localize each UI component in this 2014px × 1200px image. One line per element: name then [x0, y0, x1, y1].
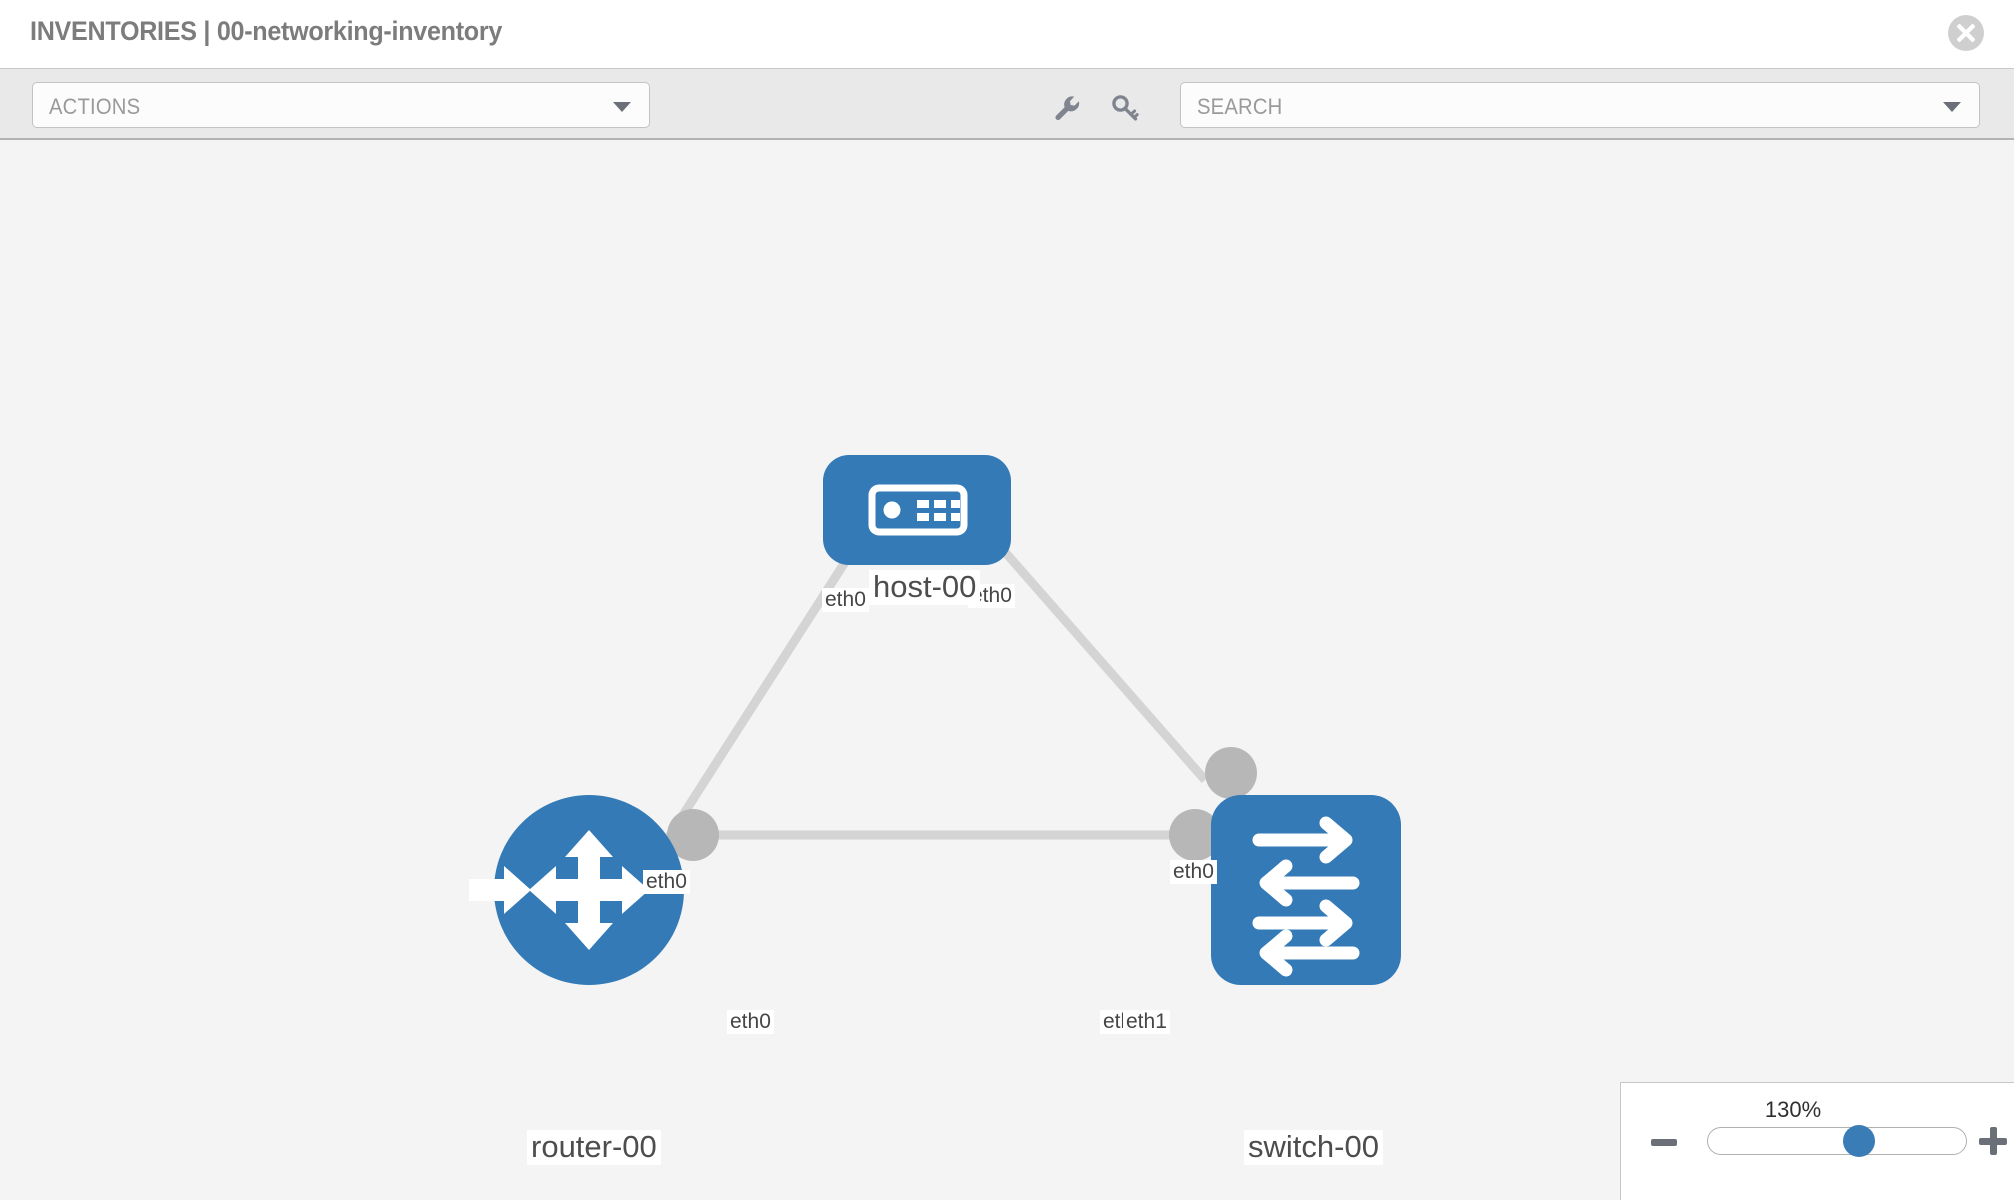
search-input[interactable]: SEARCH	[1180, 82, 1980, 128]
port-router-right[interactable]	[667, 809, 719, 861]
key-icon	[1112, 95, 1139, 121]
node-switch-00[interactable]	[1211, 795, 1401, 985]
search-placeholder: SEARCH	[1197, 94, 1283, 119]
key-button[interactable]	[1110, 93, 1140, 123]
port-switch-left[interactable]	[1169, 809, 1221, 861]
iface-label-router-eth0: eth0	[727, 1010, 774, 1035]
router-four-arrows-icon	[469, 830, 649, 950]
zoom-in-button[interactable]	[1979, 1127, 2007, 1155]
zoom-slider-handle[interactable]	[1843, 1125, 1875, 1157]
port-switch-top[interactable]	[1205, 747, 1257, 799]
chevron-down-icon	[613, 102, 631, 112]
node-label-router-00: router-00	[527, 1130, 661, 1165]
node-label-host-00: host-00	[869, 570, 981, 605]
iface-label-switch-eth1: eth1	[1123, 1010, 1170, 1035]
node-router-00[interactable]	[469, 795, 684, 985]
close-button[interactable]	[1948, 15, 1984, 51]
zoom-control-panel: 130%	[1620, 1082, 2014, 1200]
wrench-icon	[1055, 96, 1080, 121]
node-label-switch-00: switch-00	[1244, 1130, 1383, 1165]
page-title: INVENTORIES | 00-networking-inventory	[30, 16, 503, 46]
chevron-down-icon	[1943, 102, 1961, 112]
actions-dropdown-label: ACTIONS	[49, 94, 141, 119]
node-host-00[interactable]	[823, 455, 1011, 565]
zoom-percent-label: 130%	[1764, 1097, 1822, 1122]
zoom-slider-track[interactable]	[1707, 1127, 1967, 1155]
zoom-out-button[interactable]	[1651, 1139, 1677, 1146]
iface-label-router-uplink-eth0: eth0	[643, 870, 690, 895]
actions-dropdown[interactable]: ACTIONS	[32, 82, 650, 128]
topology-graph	[469, 455, 1401, 985]
iface-label-host-eth0-left: eth0	[822, 588, 869, 613]
switch-swap-arrows-icon	[1252, 816, 1360, 977]
page-header: INVENTORIES | 00-networking-inventory	[0, 0, 2014, 68]
wrench-button[interactable]	[1052, 93, 1082, 123]
close-icon	[1956, 23, 1976, 43]
iface-label-switch-uplink-eth0: eth0	[1170, 860, 1217, 885]
server-appliance-icon	[868, 484, 968, 536]
toolbar: ACTIONS SEARCH	[0, 68, 2014, 140]
topology-canvas[interactable]: eth0 eth0 eth0 eth0 eth0 eth eth1 host-0…	[0, 140, 2014, 1200]
